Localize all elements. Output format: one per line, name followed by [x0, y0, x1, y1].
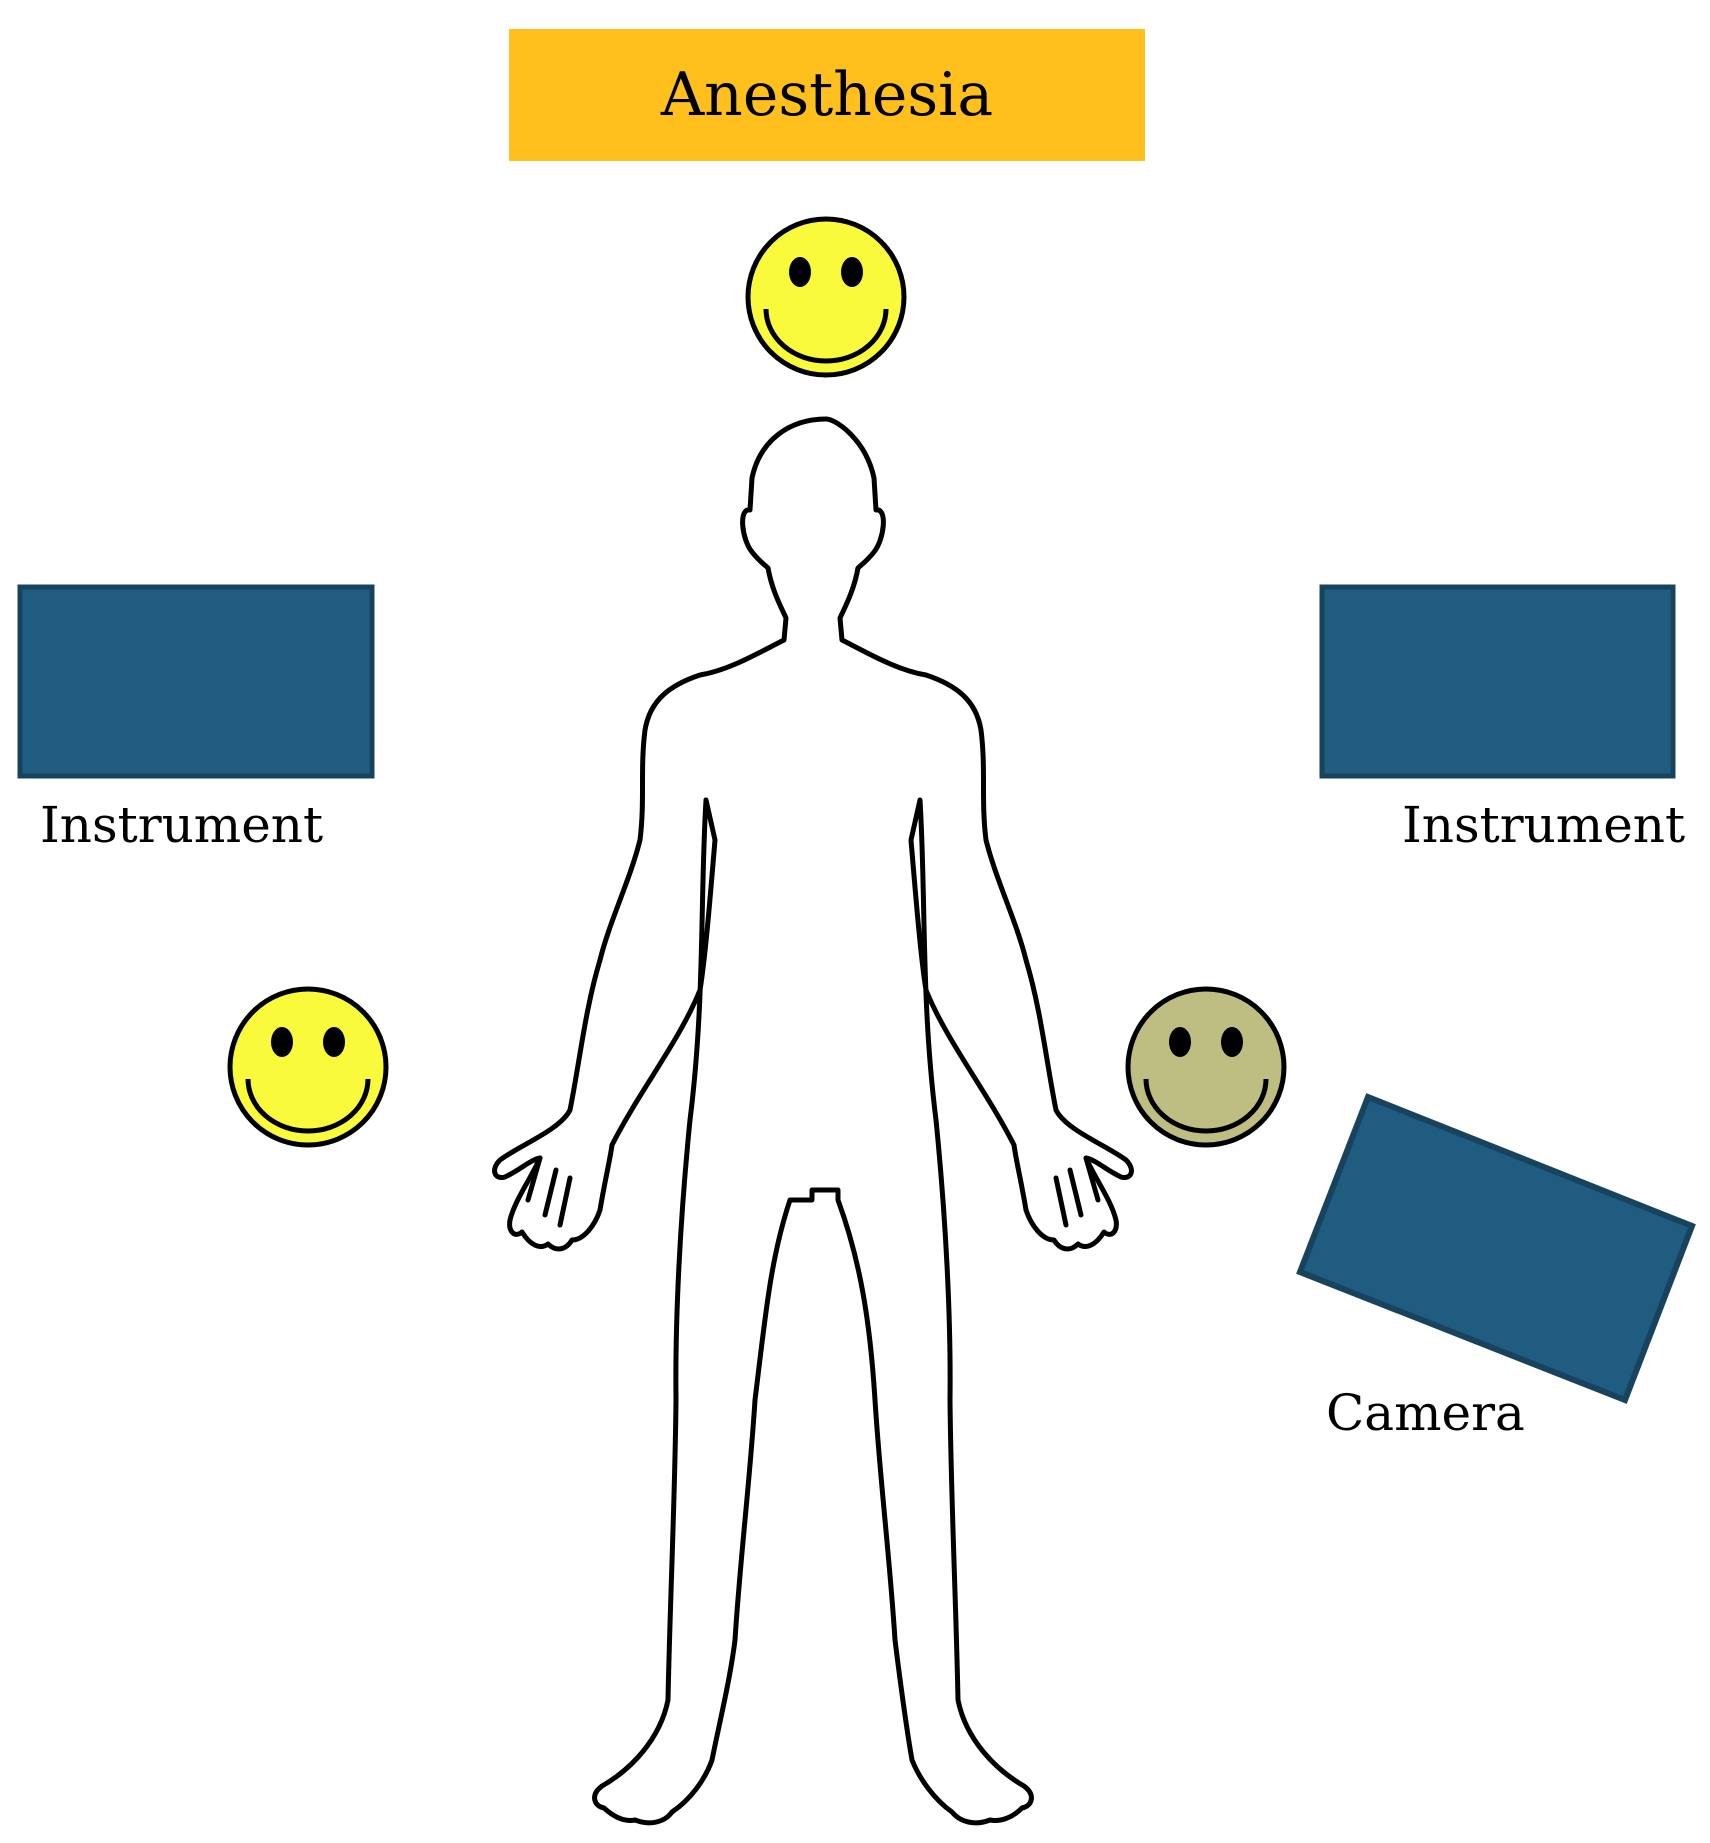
smiley-face-icon: [745, 216, 907, 378]
instrument-left-label: Instrument: [40, 796, 324, 854]
smiley-face-icon: [227, 986, 389, 1148]
anesthesia-station: Anesthesia: [509, 29, 1145, 161]
instrument-right-box: [1319, 584, 1676, 779]
anesthesia-label: Anesthesia: [660, 60, 994, 130]
camera-box: [1296, 1093, 1696, 1404]
camera-label: Camera: [1326, 1384, 1525, 1442]
human-body-outline-icon: [492, 416, 1134, 1826]
instrument-right-label: Instrument: [1402, 796, 1686, 854]
smiley-face-icon: [1125, 986, 1287, 1148]
instrument-left-box: [17, 584, 375, 779]
